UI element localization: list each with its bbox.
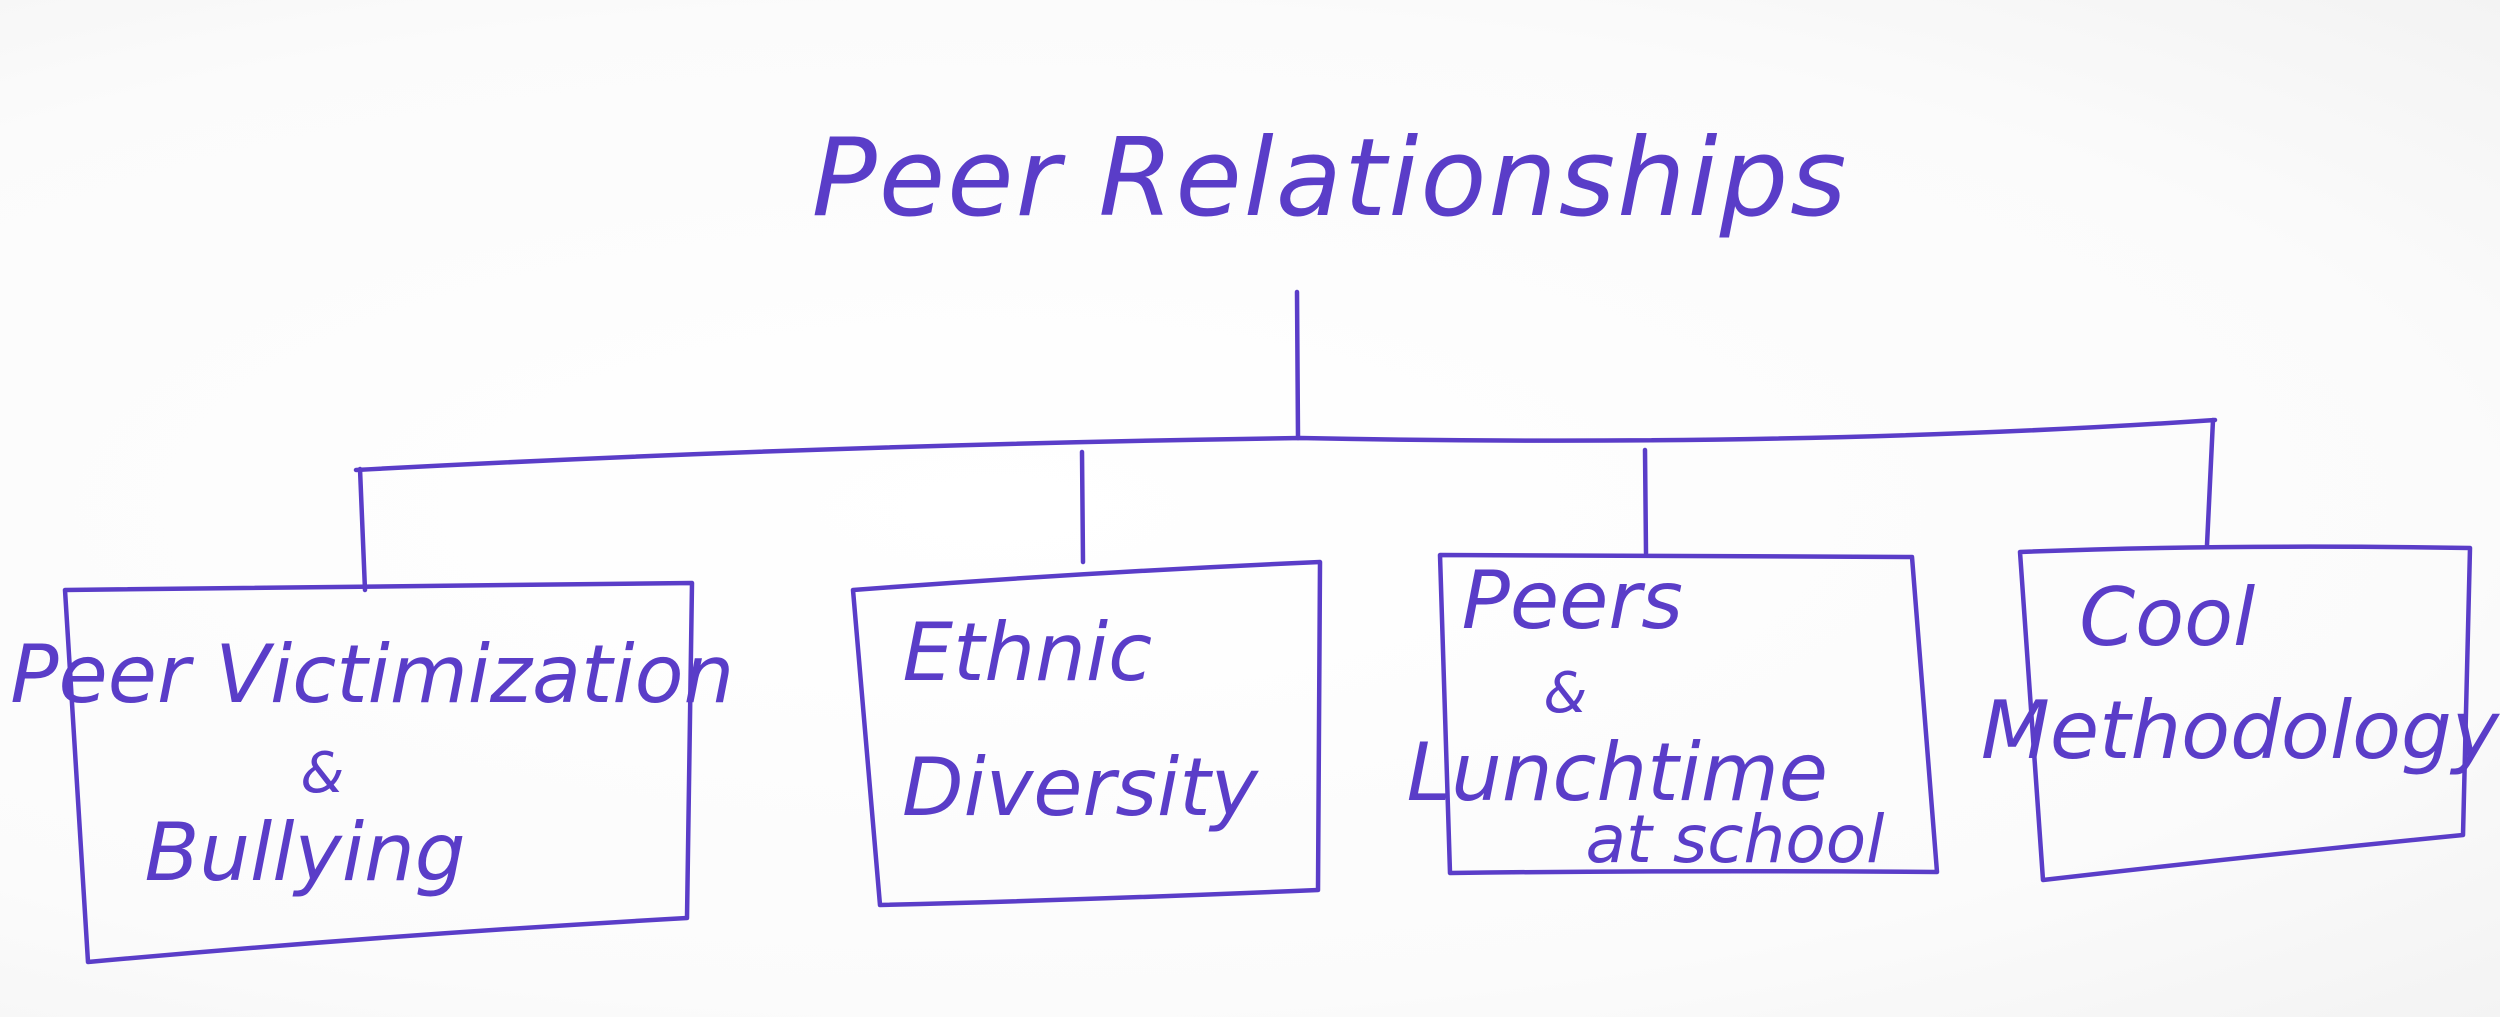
root-node-label: Peer Relationships (812, 116, 1849, 241)
node-box-cool-methodology (2017, 544, 2473, 883)
node-3-line-1: Peers (1462, 554, 1683, 647)
node-2-line-2: Diversity (902, 741, 1260, 834)
node-box-peer-victimization (62, 580, 695, 965)
node-1-line-3: Bullying (144, 806, 465, 899)
node-box-ethnic-diversity (850, 559, 1323, 908)
node-2-line-1: Ethnic (903, 606, 1153, 699)
branch-line-4 (2204, 417, 2216, 548)
node-4-line-1: Cool (2079, 571, 2255, 664)
root-stem-line (1294, 289, 1301, 441)
node-3-line-2: & (1543, 661, 1587, 726)
node-box-peers-lunchtime (1437, 552, 1940, 876)
branch-line-2 (1079, 449, 1086, 565)
node-1-line-2: & (300, 741, 344, 806)
node-3-line-4: at school (1586, 801, 1886, 878)
svg-text:Peers & Lunchtime: Peers & Lunchtime at school (1407, 554, 1886, 878)
branch-line-3 (1642, 447, 1649, 556)
svg-text:Peer Victimization &: Peer Victimization & Bullying (10, 628, 759, 899)
svg-text:Cool Methodology: Cool Methodology (1981, 571, 2500, 777)
node-1-line-1: Peer Victimization (10, 628, 734, 721)
branch-line-1 (357, 466, 368, 593)
svg-text:Ethnic Diversity: Ethnic Diversity (902, 606, 1260, 834)
node-4-line-2: Methodology (1981, 684, 2500, 777)
node-3-line-3: Lunchtime (1407, 726, 1828, 819)
horizontal-branch-line (353, 417, 2218, 473)
